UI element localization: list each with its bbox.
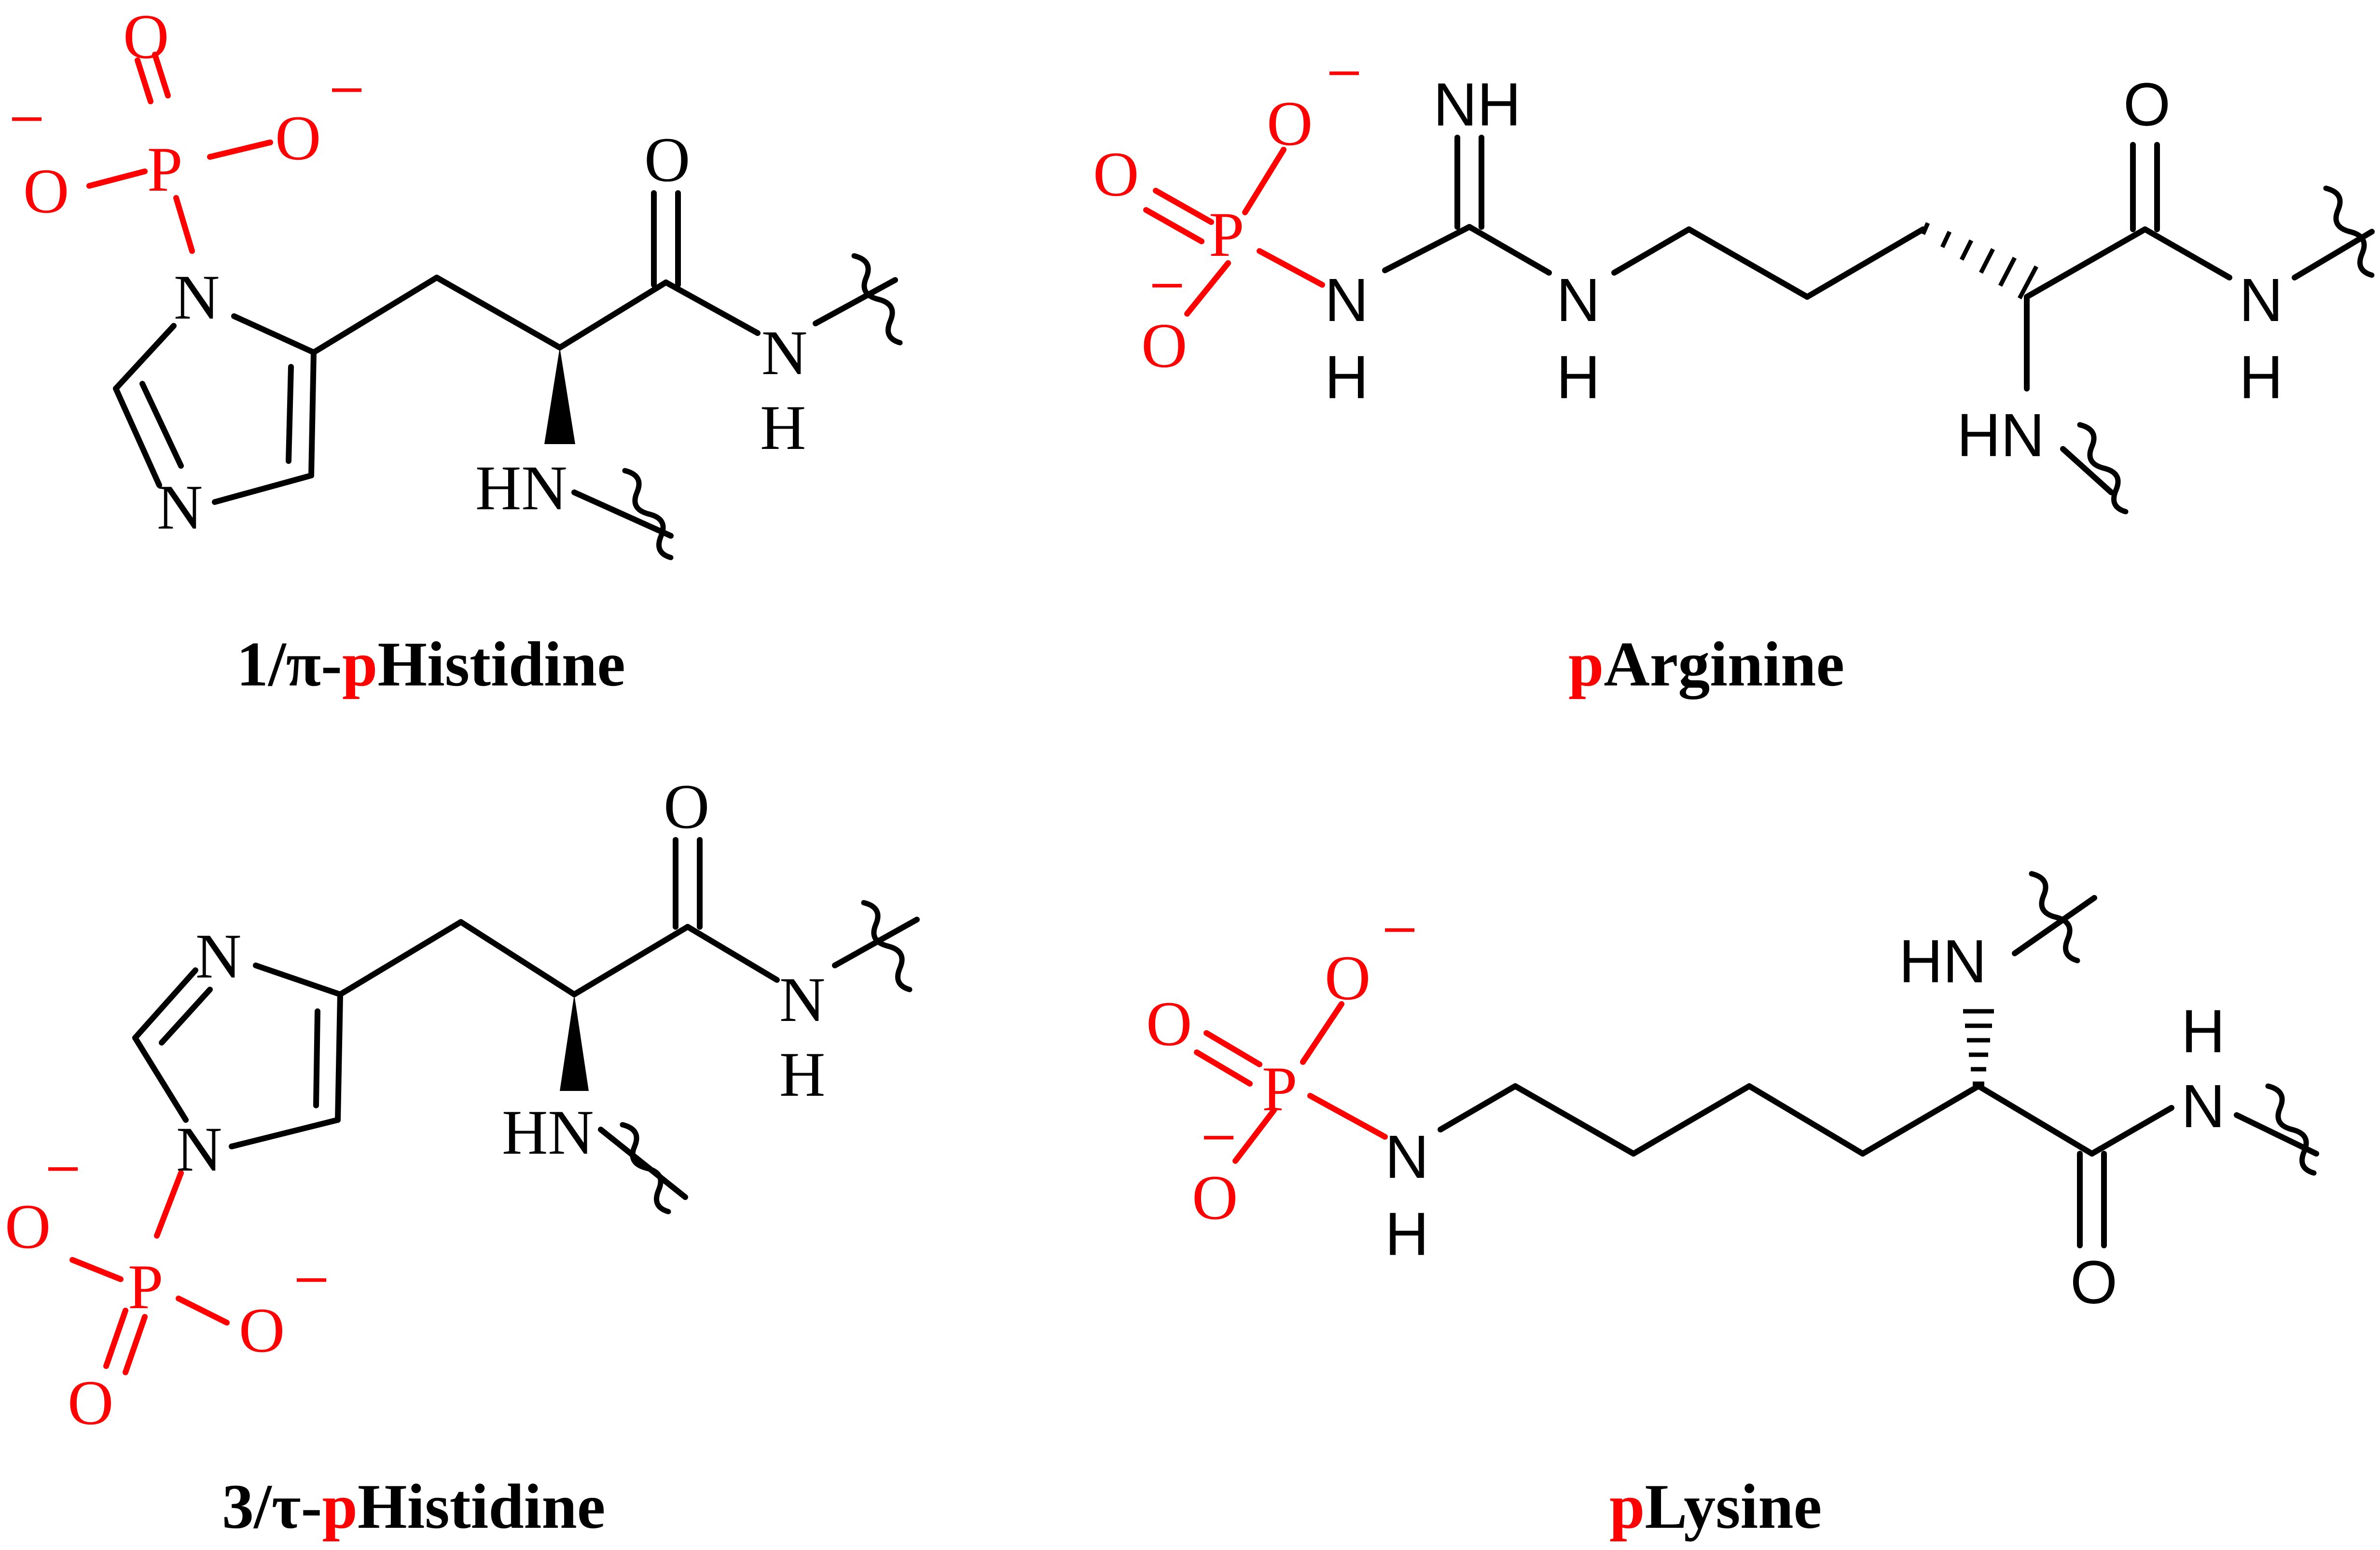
- backbone-bonds: [311, 190, 898, 539]
- charge-minus: –: [1329, 39, 1359, 98]
- squiggle-bonds: [2077, 185, 2375, 515]
- molecule-1pi-phistidine: O P O – O – N N O N H HN 1/π-pHistidine: [12, 1, 903, 699]
- carbonyl-oxygen: O: [2070, 1248, 2117, 1316]
- caption-1pi-phistidine: 1/π-pHistidine: [236, 628, 625, 699]
- alpha-amine-hn: HN: [1899, 927, 1987, 995]
- guanidine-hydrogen-left: H: [1325, 343, 1369, 411]
- guanidine-bonds: [1382, 135, 1692, 276]
- amine-hn: HN: [475, 452, 567, 523]
- phosphate-oxygen-top: O: [1325, 942, 1370, 1013]
- molecule-3tau-phistidine: N N P O – O – O O N H HN 3/τ-pHistidine: [5, 771, 920, 1542]
- caption-3tau-phistidine: 3/τ-pHistidine: [222, 1471, 605, 1542]
- backbone-bonds: [337, 837, 920, 1200]
- phosphate-oxygen-double: O: [1146, 988, 1192, 1059]
- amide-nitrogen: N: [761, 317, 807, 388]
- charge-minus: –: [1385, 896, 1415, 955]
- amide-nitrogen: N: [2181, 1072, 2225, 1140]
- stereo-wedge: [544, 348, 575, 444]
- amide-hydrogen: H: [779, 1039, 825, 1110]
- side-chain-bonds: [1686, 226, 1926, 300]
- squiggle-bonds: [2029, 871, 2317, 1176]
- charge-minus: –: [1204, 1103, 1234, 1163]
- carbonyl-oxygen: O: [664, 771, 709, 842]
- phosphate-oxygen-left: O: [5, 1191, 51, 1262]
- imidazole-ring: [113, 313, 317, 505]
- phosphate-oxygen-bottom: O: [68, 1367, 113, 1438]
- squiggle-bonds: [620, 900, 913, 1215]
- amide-hydrogen: H: [2239, 343, 2283, 411]
- guanidine-nitrogen-left: N: [1325, 266, 1369, 334]
- charge-minus: –: [48, 1135, 78, 1194]
- charge-minus: –: [297, 1246, 327, 1305]
- carbonyl-oxygen: O: [2123, 70, 2171, 139]
- amide-nitrogen: N: [2239, 266, 2283, 334]
- amine-nitrogen: N: [1385, 1123, 1429, 1191]
- charge-minus: –: [12, 85, 42, 144]
- ring-nitrogen-1: N: [174, 262, 220, 333]
- phosphate-oxygen-bottom: O: [1192, 1162, 1238, 1233]
- molecule-parginine: O P O – O – NH N H N H O N H HN pArginin…: [1093, 39, 2375, 699]
- phosphorus: P: [1262, 1053, 1297, 1124]
- carbonyl-oxygen: O: [644, 124, 690, 195]
- amine-hn: HN: [502, 1097, 594, 1168]
- molecule-plysine: O P O – O – N H HN H N O pLysine: [1146, 871, 2319, 1542]
- ring-nitrogen-3: N: [176, 1114, 222, 1185]
- phosphate-bonds: [1143, 147, 1325, 317]
- phosphorus: P: [128, 1251, 163, 1322]
- charge-minus: –: [1152, 251, 1182, 311]
- caption-plysine: pLysine: [1609, 1471, 1822, 1542]
- stereo-wedge: [560, 994, 589, 1091]
- phosphate-oxygen-right: O: [275, 102, 321, 173]
- amide-nitrogen: N: [779, 964, 825, 1035]
- amine-hydrogen: H: [1385, 1200, 1429, 1268]
- phosphate-oxygen-bottom: O: [1141, 310, 1187, 381]
- phosphorus: P: [147, 134, 182, 205]
- phosphate-bonds: [86, 52, 273, 254]
- ring-nitrogen-1: N: [195, 921, 241, 991]
- phosphate-oxygen-top: O: [1267, 88, 1313, 159]
- imine-nh: NH: [1433, 70, 1521, 139]
- phosphate-bonds: [69, 1170, 230, 1375]
- side-chain-bonds: [1438, 1083, 1981, 1157]
- amide-hydrogen: H: [2181, 997, 2225, 1065]
- phosphorus: P: [1209, 199, 1244, 270]
- ring-nitrogen-3: N: [157, 472, 203, 543]
- backbone-bonds: [1976, 895, 2319, 1248]
- stereo-hash: [1921, 222, 2038, 300]
- phosphate-oxygen-double: O: [1093, 139, 1139, 209]
- squiggle-bonds: [622, 253, 903, 560]
- charge-minus: –: [332, 56, 362, 115]
- caption-parginine: pArginine: [1568, 628, 1844, 699]
- phosphate-oxygen-top: O: [123, 1, 169, 72]
- guanidine-nitrogen-right: N: [1556, 266, 1600, 334]
- amine-hn: HN: [1957, 401, 2045, 469]
- amide-hydrogen: H: [760, 392, 806, 463]
- guanidine-hydrogen-right: H: [1556, 343, 1600, 411]
- phosphate-bonds: [1194, 1001, 1388, 1164]
- imidazole-ring: [132, 963, 343, 1149]
- stereo-hash: [1963, 1009, 1994, 1086]
- phosphate-oxygen-right: O: [239, 1295, 285, 1366]
- phosphate-oxygen-left: O: [23, 155, 69, 226]
- backbone-bonds: [2024, 142, 2375, 495]
